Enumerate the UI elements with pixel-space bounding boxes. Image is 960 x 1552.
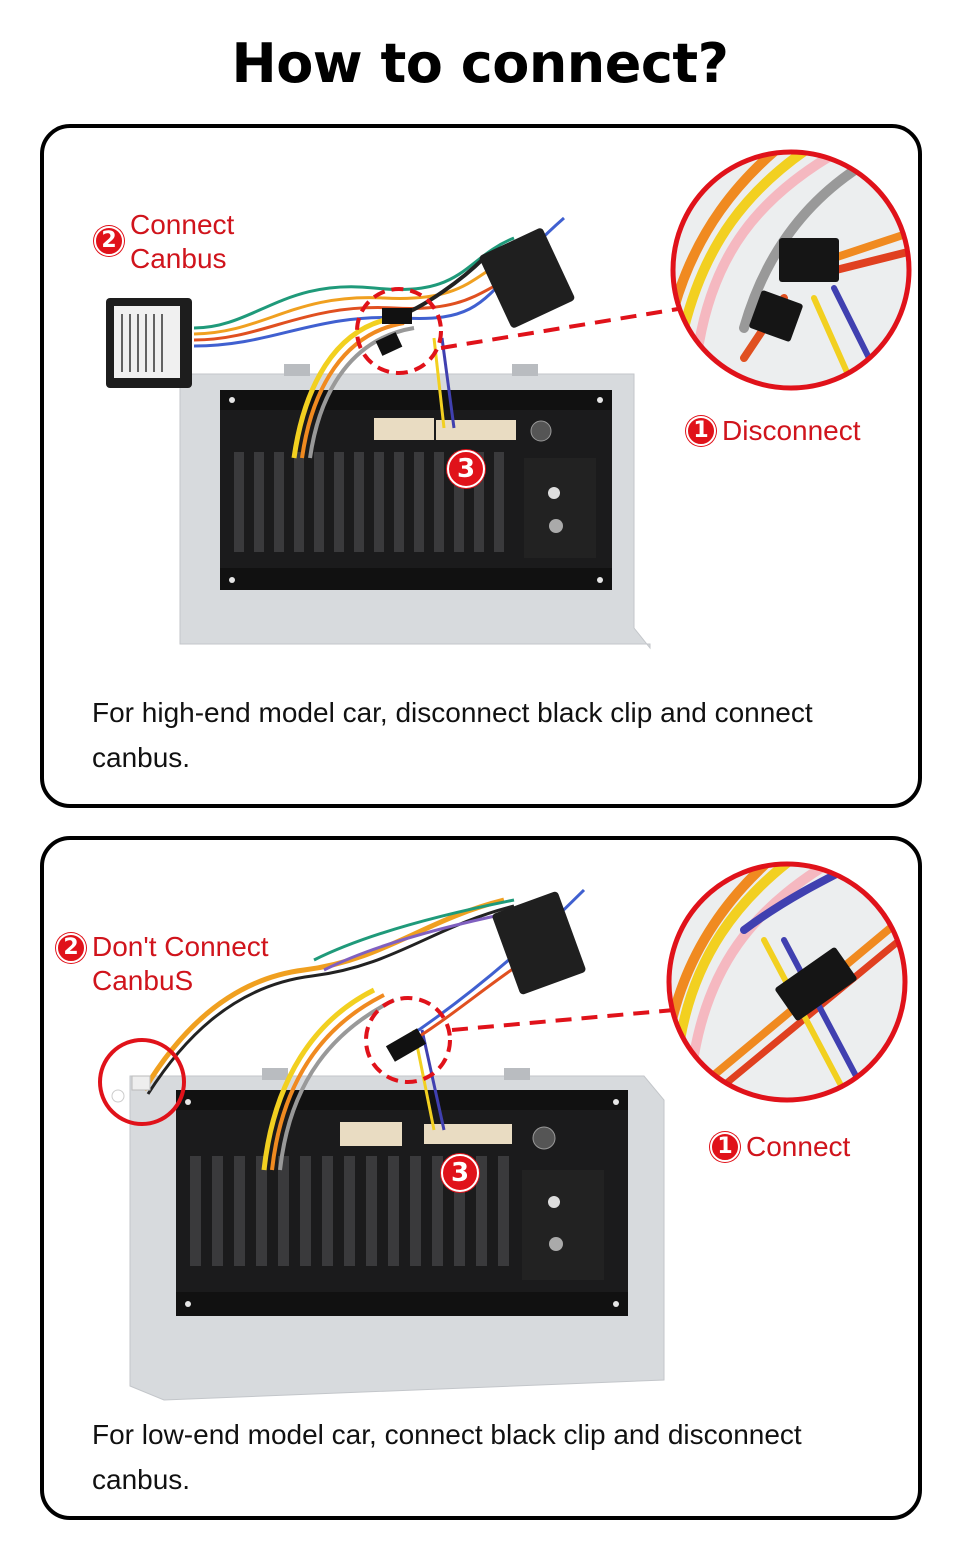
black-clip [385, 1028, 427, 1062]
label-connect-canbus: 2 Connect Canbus [94, 208, 234, 276]
page-title: How to connect? [231, 32, 729, 95]
label-disconnect: 1 Disconnect [686, 414, 861, 448]
step-badge-3: 3 [441, 1154, 479, 1192]
zoom-detail-circle [670, 149, 912, 391]
head-unit-body [220, 390, 612, 590]
step-badge-3: 3 [447, 450, 485, 488]
head-unit-illustration [106, 149, 912, 650]
iso-connector [479, 228, 575, 328]
label-line-2: CanbuS [92, 965, 194, 996]
label-dont-connect-canbus: 2 Don't Connect CanbuS [56, 930, 269, 998]
head-unit-illustration [98, 861, 908, 1401]
step-badge-2: 2 [94, 226, 124, 256]
panel-caption: For low-end model car, connect black cli… [92, 1419, 802, 1495]
canbus-port [131, 1075, 151, 1091]
label-connect: 1 Connect [710, 1130, 850, 1164]
label-line-1: Connect [130, 209, 235, 240]
leader-line [451, 1008, 675, 1032]
highlight-circle [355, 287, 443, 375]
step-badge-2: 2 [56, 933, 86, 963]
black-clip [382, 308, 412, 324]
step-badge-1: 1 [686, 416, 716, 446]
step-badge-1: 1 [710, 1132, 740, 1162]
panel-low-end: 2 Don't Connect CanbuS 1 Connect 3 For l… [40, 836, 922, 1520]
panel-caption: For high-end model car, disconnect black… [92, 697, 813, 773]
connector-white [374, 418, 434, 440]
wire-harness [141, 888, 586, 1171]
label-line-1: Don't Connect [92, 931, 269, 962]
highlight-circle [364, 996, 452, 1084]
label-line-2: Canbus [130, 243, 227, 274]
zoom-detail-circle [666, 861, 908, 1103]
head-unit-body [176, 1090, 628, 1316]
connector-white [340, 1122, 402, 1146]
connector-harness [424, 1124, 512, 1144]
panel-high-end: 2 Connect Canbus 1 Disconnect 3 For high… [40, 124, 922, 808]
iso-connector [492, 891, 586, 995]
label-text: Connect [746, 1131, 851, 1162]
connector-harness [436, 420, 516, 440]
leader-line [440, 306, 685, 350]
label-text: Disconnect [722, 415, 861, 446]
canbus-decoder-box [106, 298, 192, 388]
canbus-port-circle [98, 1038, 186, 1126]
